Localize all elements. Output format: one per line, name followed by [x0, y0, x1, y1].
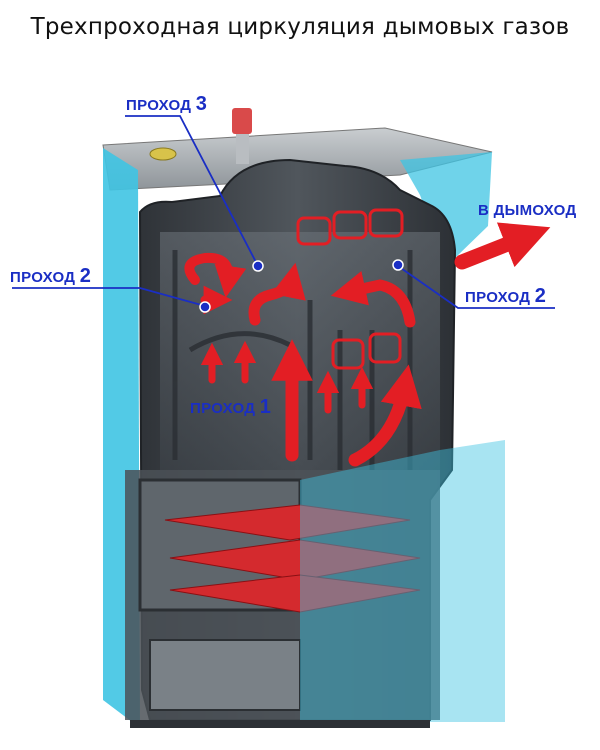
label-pass-2-right: ПРОХОД 2 — [465, 285, 546, 307]
label-chimney: В ДЫМОХОД — [478, 202, 577, 219]
heat-fins — [164, 504, 421, 613]
pass1-big-arrow-right — [348, 364, 422, 467]
label-pass-3: ПРОХОД 3 — [126, 93, 207, 115]
flow-arrows — [184, 222, 551, 467]
pass3-arrow-loop — [248, 262, 306, 326]
label-pass-2-left: ПРОХОД 2 — [10, 265, 91, 287]
right-back-panel — [400, 152, 492, 258]
callout-leaders — [12, 115, 555, 309]
front-lower-casing — [300, 440, 505, 722]
front-base — [130, 720, 430, 728]
label-pass-1: ПРОХОД 1 — [190, 396, 271, 418]
chimney-arrow — [454, 222, 551, 270]
pass2-right-arrow — [330, 271, 416, 328]
pass2-left-arrow — [184, 252, 247, 298]
page-title: Трехпроходная циркуляция дымовых газов — [30, 14, 570, 40]
callout-dots — [199, 259, 404, 313]
flue-outlines — [296, 208, 404, 370]
